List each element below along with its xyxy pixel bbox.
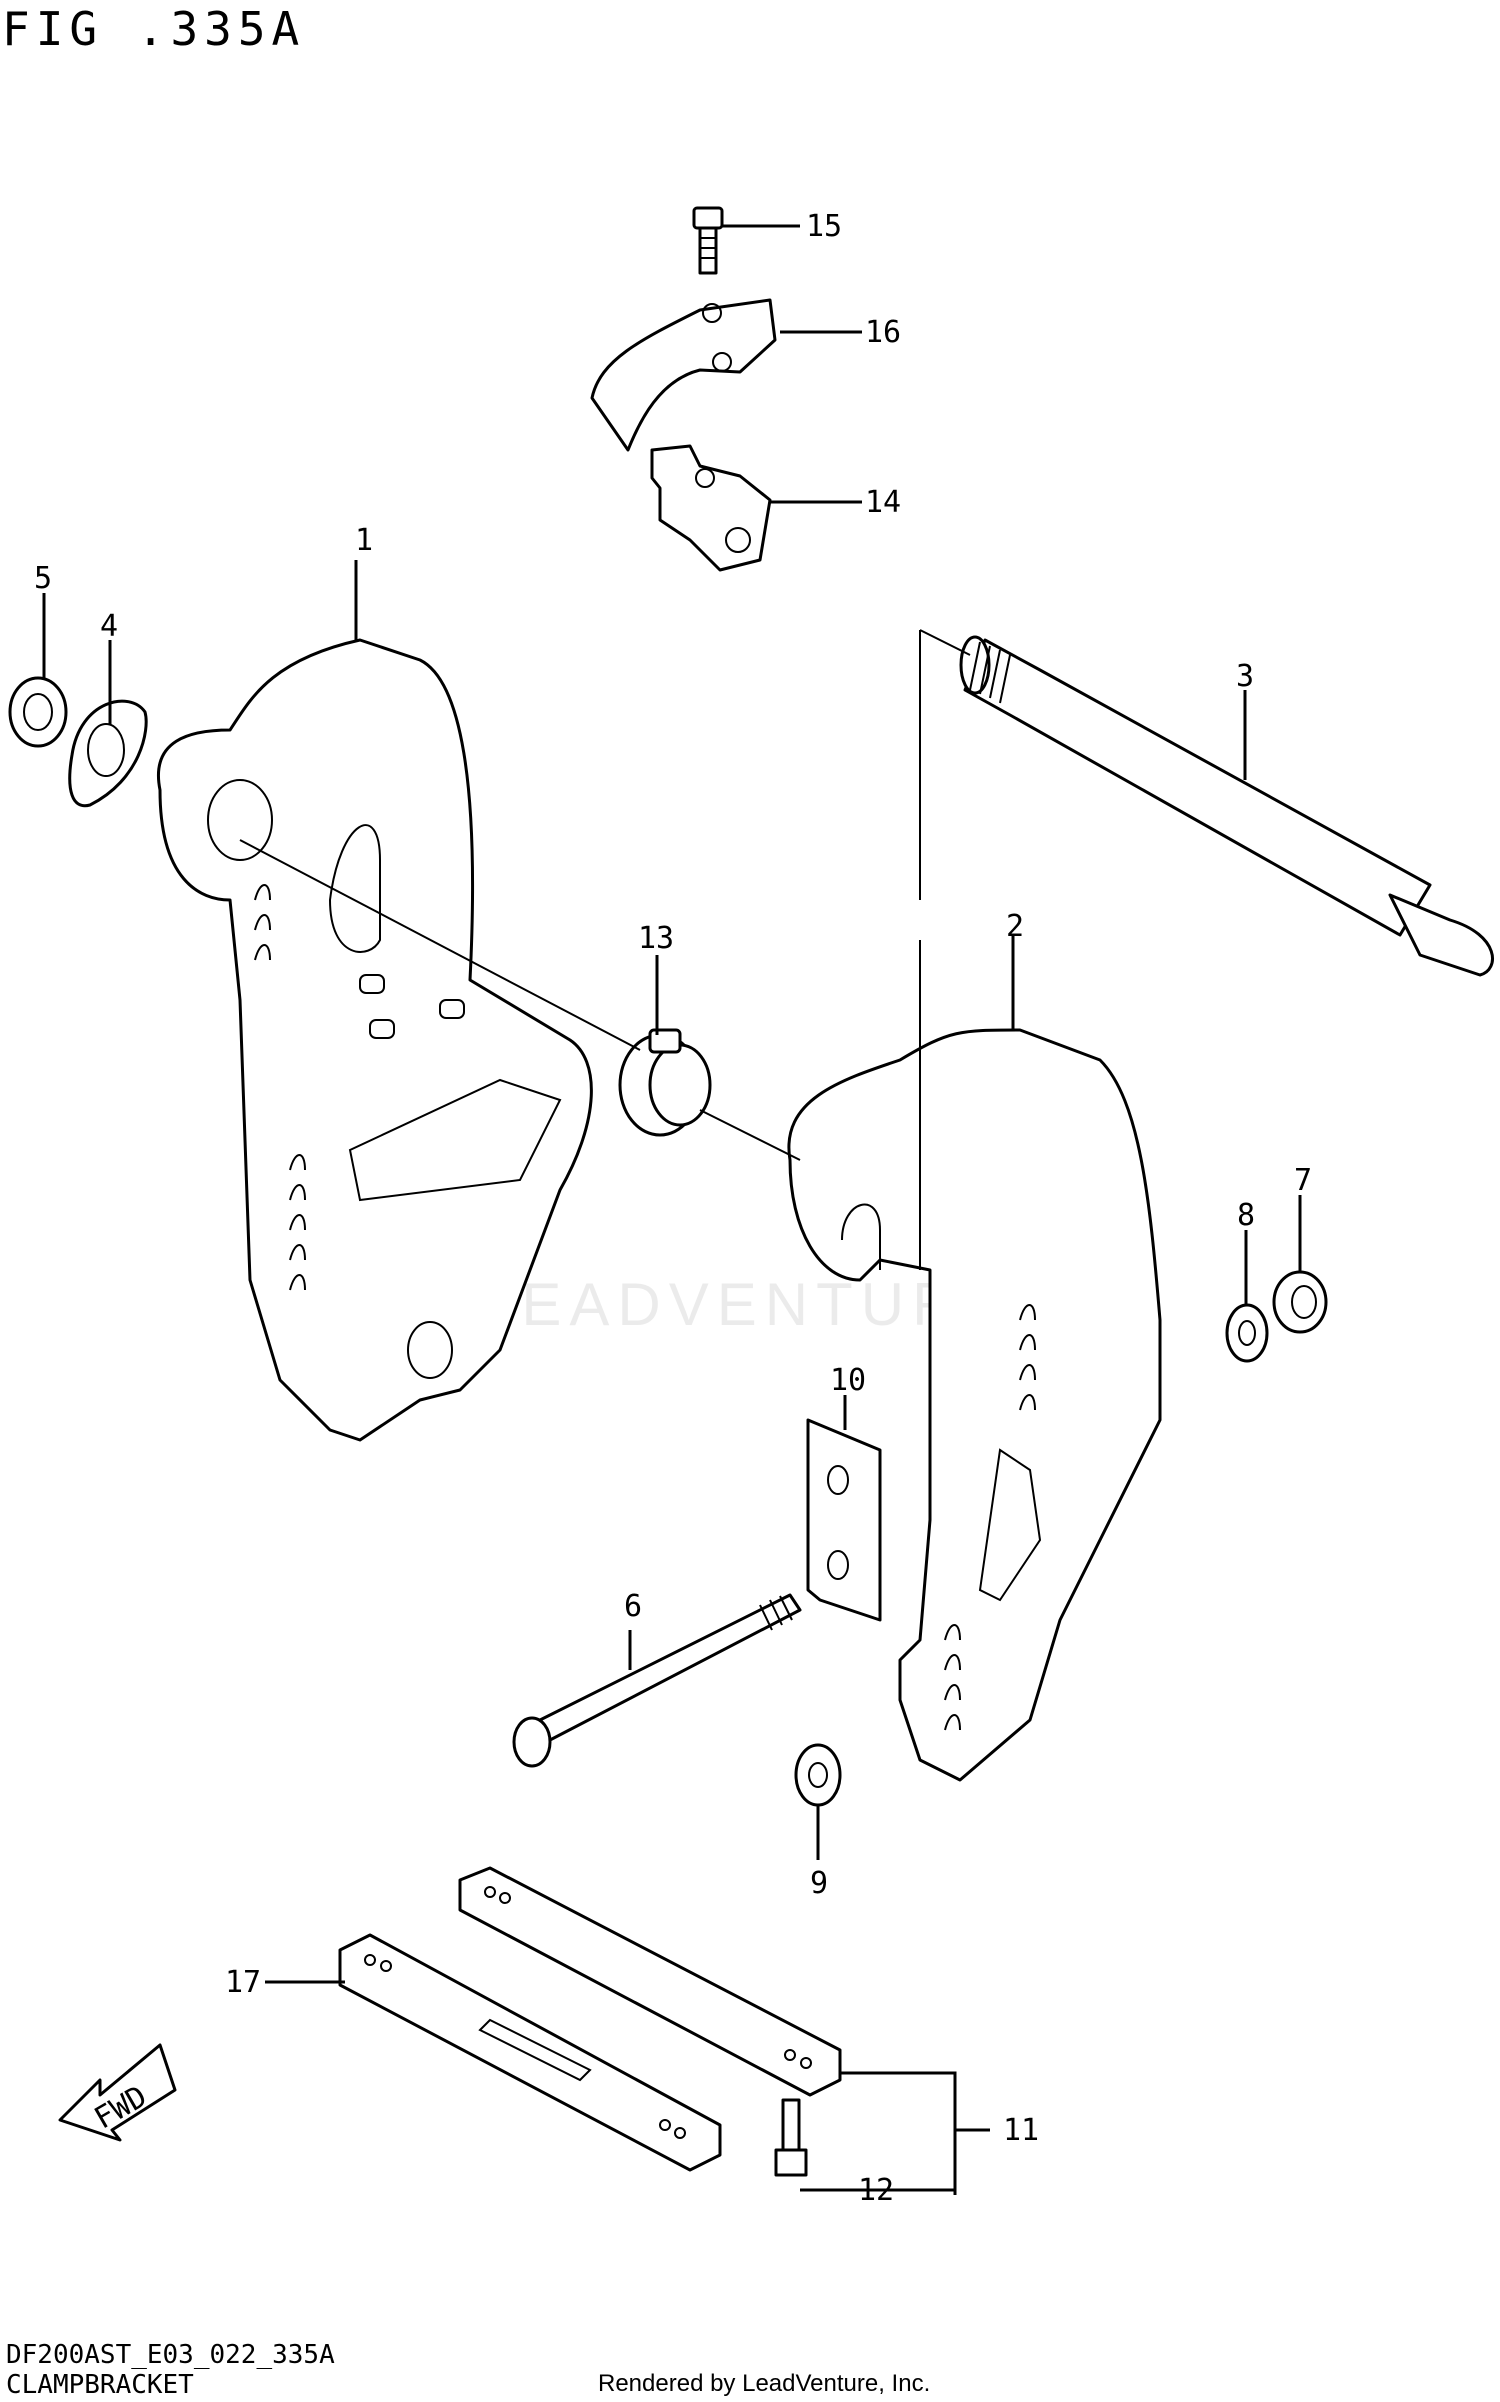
diagram-name: CLAMPBRACKET bbox=[6, 2370, 194, 2400]
callout-16: 16 bbox=[865, 315, 901, 350]
part-5-nut bbox=[8, 676, 68, 748]
callout-8: 8 bbox=[1237, 1198, 1255, 1233]
leader-lines bbox=[42, 224, 1302, 2195]
render-credit: Rendered by LeadVenture, Inc. bbox=[598, 2370, 931, 2397]
watermark: LEADVENTURE bbox=[480, 1271, 1012, 1338]
part-16-cover bbox=[590, 298, 777, 452]
part-2-clamp-bracket-right bbox=[787, 1028, 1162, 1782]
part-11-pad bbox=[458, 1866, 842, 2097]
callout-12: 12 bbox=[858, 2173, 894, 2208]
part-4-washer bbox=[68, 699, 148, 808]
fwd-arrow-icon: FWD bbox=[58, 2043, 177, 2142]
callout-17: 17 bbox=[225, 1965, 261, 2000]
callout-3: 3 bbox=[1236, 659, 1254, 694]
part-8-washer bbox=[1225, 1303, 1269, 1363]
callout-1: 1 bbox=[355, 523, 373, 558]
part-1-clamp-bracket-left bbox=[157, 638, 593, 1442]
callout-11: 11 bbox=[1003, 2113, 1039, 2148]
part-3-shaft bbox=[959, 635, 1494, 977]
part-6-bolt bbox=[512, 1593, 802, 1768]
part-7-nut bbox=[1272, 1270, 1328, 1334]
diagram-code: DF200AST_E03_022_335A bbox=[6, 2340, 335, 2370]
callout-labels: 1 2 3 4 5 6 7 8 9 10 11 12 13 14 15 16 1… bbox=[34, 209, 1312, 2208]
part-10-plate bbox=[806, 1418, 882, 1622]
part-9-washer bbox=[794, 1743, 842, 1807]
figure-title: FIG .335A bbox=[2, 2, 306, 56]
assembly-center-lines bbox=[239, 629, 971, 1270]
callout-10: 10 bbox=[830, 1363, 866, 1398]
part-13-bushing bbox=[618, 1028, 712, 1137]
callout-14: 14 bbox=[865, 485, 901, 520]
callout-9: 9 bbox=[810, 1866, 828, 1901]
part-15-bolt bbox=[692, 206, 724, 275]
part-17-pad bbox=[338, 1933, 722, 2172]
callout-5: 5 bbox=[34, 561, 52, 596]
callout-2: 2 bbox=[1006, 909, 1024, 944]
part-12-screw bbox=[774, 2098, 808, 2177]
callout-13: 13 bbox=[638, 921, 674, 956]
callout-6: 6 bbox=[624, 1589, 642, 1624]
callout-15: 15 bbox=[806, 209, 842, 244]
part-14-plate bbox=[650, 444, 772, 572]
callout-4: 4 bbox=[100, 609, 118, 644]
callout-7: 7 bbox=[1294, 1163, 1312, 1198]
